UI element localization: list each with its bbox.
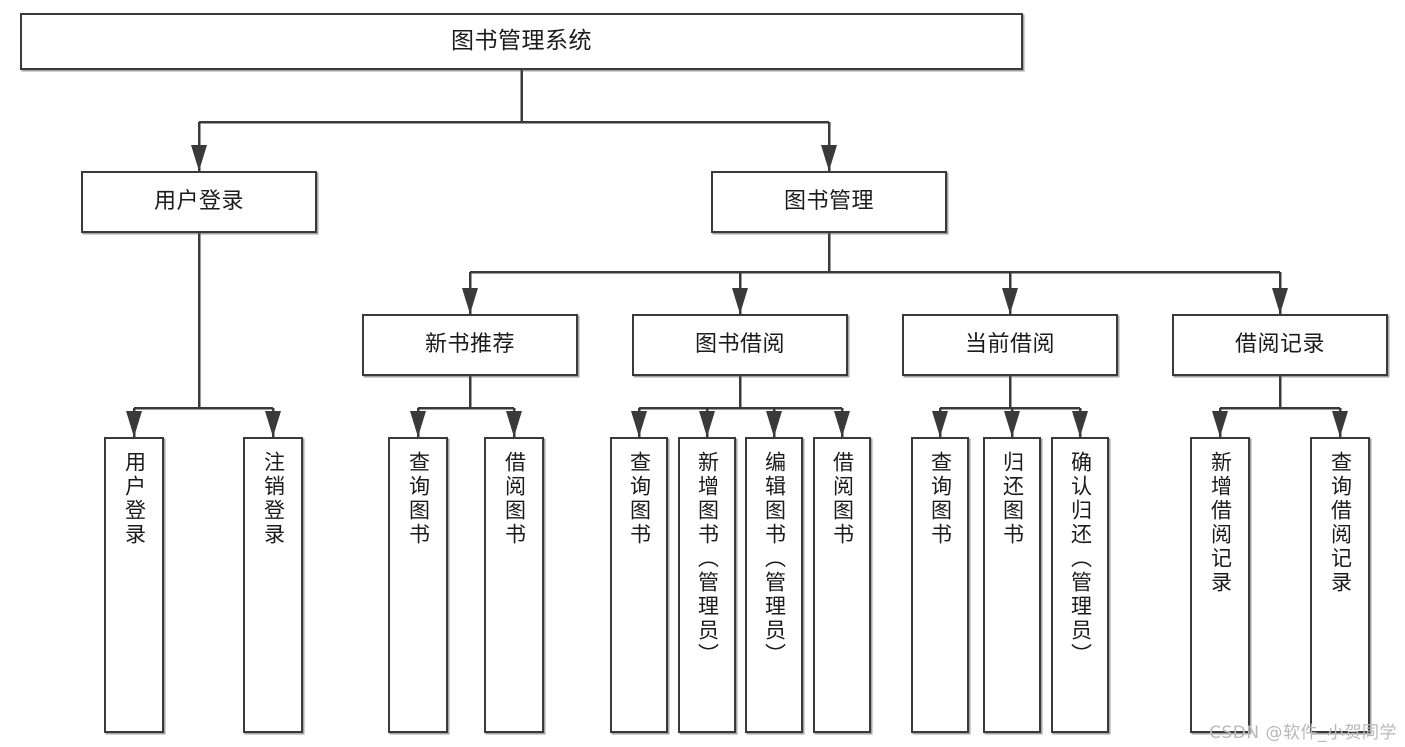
arrowhead-icon bbox=[126, 411, 142, 437]
edge-records-to-leaves bbox=[1212, 376, 1348, 437]
node-root[interactable]: 图书管理系统 bbox=[20, 13, 1023, 70]
node-label: 查询借阅记录 bbox=[1328, 451, 1353, 595]
node-label: 图书管理 bbox=[783, 189, 874, 215]
arrowhead-icon bbox=[191, 145, 207, 171]
arrowhead-icon bbox=[821, 145, 837, 171]
edge-newbook-to-leaves bbox=[410, 376, 522, 437]
arrowhead-icon bbox=[462, 288, 478, 314]
arrowhead-icon bbox=[1002, 288, 1018, 314]
arrowhead-icon bbox=[732, 288, 748, 314]
node-leaf-login-2[interactable]: 注销登录 bbox=[243, 437, 303, 733]
node-leaf-new-2[interactable]: 借阅图书 bbox=[484, 437, 544, 733]
node-leaf-new-1[interactable]: 查询图书 bbox=[388, 437, 448, 733]
arrowhead-icon bbox=[766, 411, 782, 437]
arrowhead-icon bbox=[932, 411, 948, 437]
arrowhead-icon bbox=[1072, 411, 1088, 437]
edge-login-to-leaves bbox=[126, 233, 281, 437]
node-leaf-bor-4[interactable]: 借阅图书 bbox=[813, 437, 871, 733]
arrowhead-icon bbox=[699, 411, 715, 437]
arrowhead-icon bbox=[1004, 411, 1020, 437]
node-leaf-cur-2[interactable]: 归还图书 bbox=[983, 437, 1041, 733]
node-label: 借阅记录 bbox=[1234, 332, 1325, 358]
node-label: 用户登录 bbox=[122, 451, 147, 547]
node-leaf-login-1[interactable]: 用户登录 bbox=[104, 437, 164, 733]
node-label: 查询图书 bbox=[627, 451, 652, 547]
node-label: 用户登录 bbox=[153, 189, 244, 215]
watermark-text: CSDN @软件_小贺同学 bbox=[1209, 723, 1397, 743]
node-label: 新增图书（管理员） bbox=[695, 451, 720, 667]
arrowhead-icon bbox=[1272, 288, 1288, 314]
node-label: 确认归还（管理员） bbox=[1068, 451, 1093, 667]
edge-bookmgmt-to-cats bbox=[462, 233, 1288, 314]
node-leaf-cur-3[interactable]: 确认归还（管理员） bbox=[1051, 437, 1109, 733]
node-leaf-bor-1[interactable]: 查询图书 bbox=[610, 437, 668, 733]
node-label: 借阅图书 bbox=[830, 451, 855, 547]
node-leaf-bor-3[interactable]: 编辑图书（管理员） bbox=[745, 437, 803, 733]
node-records[interactable]: 借阅记录 bbox=[1172, 314, 1388, 376]
node-leaf-rec-1[interactable]: 新增借阅记录 bbox=[1190, 437, 1250, 733]
arrowhead-icon bbox=[265, 411, 281, 437]
edge-root-to-level1 bbox=[191, 70, 837, 171]
node-current[interactable]: 当前借阅 bbox=[902, 314, 1118, 376]
node-label: 图书管理系统 bbox=[451, 27, 592, 54]
node-label: 编辑图书（管理员） bbox=[762, 451, 787, 667]
node-login[interactable]: 用户登录 bbox=[81, 171, 317, 233]
edge-borrow-to-leaves bbox=[631, 376, 850, 437]
edge-current-to-leaves bbox=[932, 376, 1088, 437]
node-leaf-cur-1[interactable]: 查询图书 bbox=[911, 437, 969, 733]
node-leaf-bor-2[interactable]: 新增图书（管理员） bbox=[678, 437, 736, 733]
arrowhead-icon bbox=[834, 411, 850, 437]
arrowhead-icon bbox=[1332, 411, 1348, 437]
arrowhead-icon bbox=[506, 411, 522, 437]
node-label: 注销登录 bbox=[261, 451, 286, 547]
node-label: 查询图书 bbox=[928, 451, 953, 547]
arrowhead-icon bbox=[410, 411, 426, 437]
node-label: 新书推荐 bbox=[424, 332, 515, 358]
node-label: 查询图书 bbox=[406, 451, 431, 547]
arrowhead-icon bbox=[1212, 411, 1228, 437]
node-label: 图书借阅 bbox=[694, 332, 785, 358]
node-newbook[interactable]: 新书推荐 bbox=[362, 314, 578, 376]
node-label: 当前借阅 bbox=[964, 332, 1055, 358]
node-label: 新增借阅记录 bbox=[1208, 451, 1233, 595]
node-bookmgmt[interactable]: 图书管理 bbox=[711, 171, 947, 233]
node-leaf-rec-2[interactable]: 查询借阅记录 bbox=[1310, 437, 1370, 733]
arrowhead-icon bbox=[631, 411, 647, 437]
node-label: 归还图书 bbox=[1000, 451, 1025, 547]
node-label: 借阅图书 bbox=[502, 451, 527, 547]
node-borrow[interactable]: 图书借阅 bbox=[632, 314, 848, 376]
